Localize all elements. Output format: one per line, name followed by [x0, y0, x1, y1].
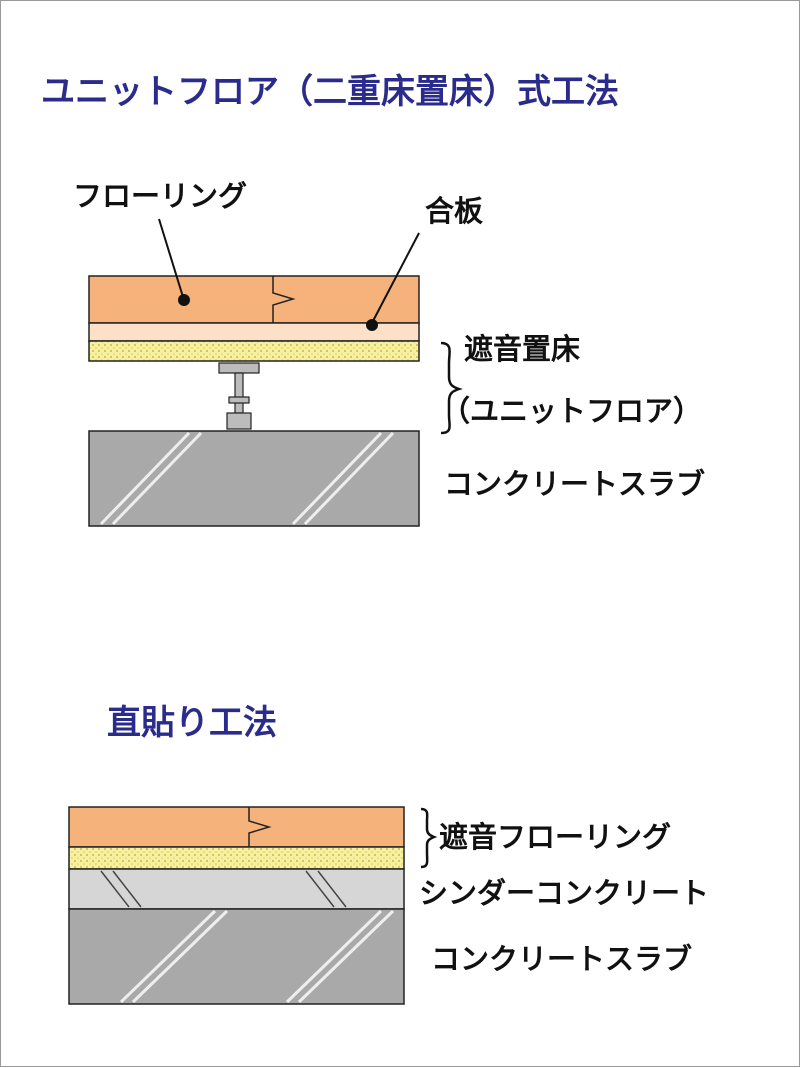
direct-slab-label: コンクリートスラブ: [431, 942, 692, 976]
unit-support-leg: [218, 362, 260, 430]
direct-method-title: 直貼り工法: [107, 703, 277, 743]
unit-method-title: ユニットフロア（二重床置床）式工法: [41, 72, 619, 112]
direct-cinder-layer: [68, 868, 405, 910]
unit-flooring-layer: [88, 275, 420, 324]
unit-flooring-joint: [272, 276, 296, 323]
direct-flooring-joint: [248, 807, 272, 847]
unit-floor-system-sublabel: （ユニットフロア）: [441, 394, 702, 428]
direct-flooring-layer: [68, 806, 405, 848]
direct-cinder-label: シンダーコンクリート: [419, 876, 709, 910]
direct-cushion-layer: [68, 846, 405, 870]
unit-cushion-layer: [88, 340, 420, 362]
unit-leader-lines: [158, 218, 420, 331]
unit-slab-label: コンクリートスラブ: [444, 467, 705, 501]
unit-floor-system-label: 遮音置床: [464, 332, 580, 366]
unit-flooring-label: フローリング: [73, 179, 247, 213]
direct-flooring-label: 遮音フローリング: [439, 820, 671, 854]
direct-flooring-brace: [420, 807, 438, 869]
direct-concrete-slab: [68, 908, 405, 1005]
unit-plywood-label: 合板: [425, 194, 484, 228]
unit-floor-brace: [440, 341, 463, 435]
unit-concrete-slab: [88, 430, 420, 527]
